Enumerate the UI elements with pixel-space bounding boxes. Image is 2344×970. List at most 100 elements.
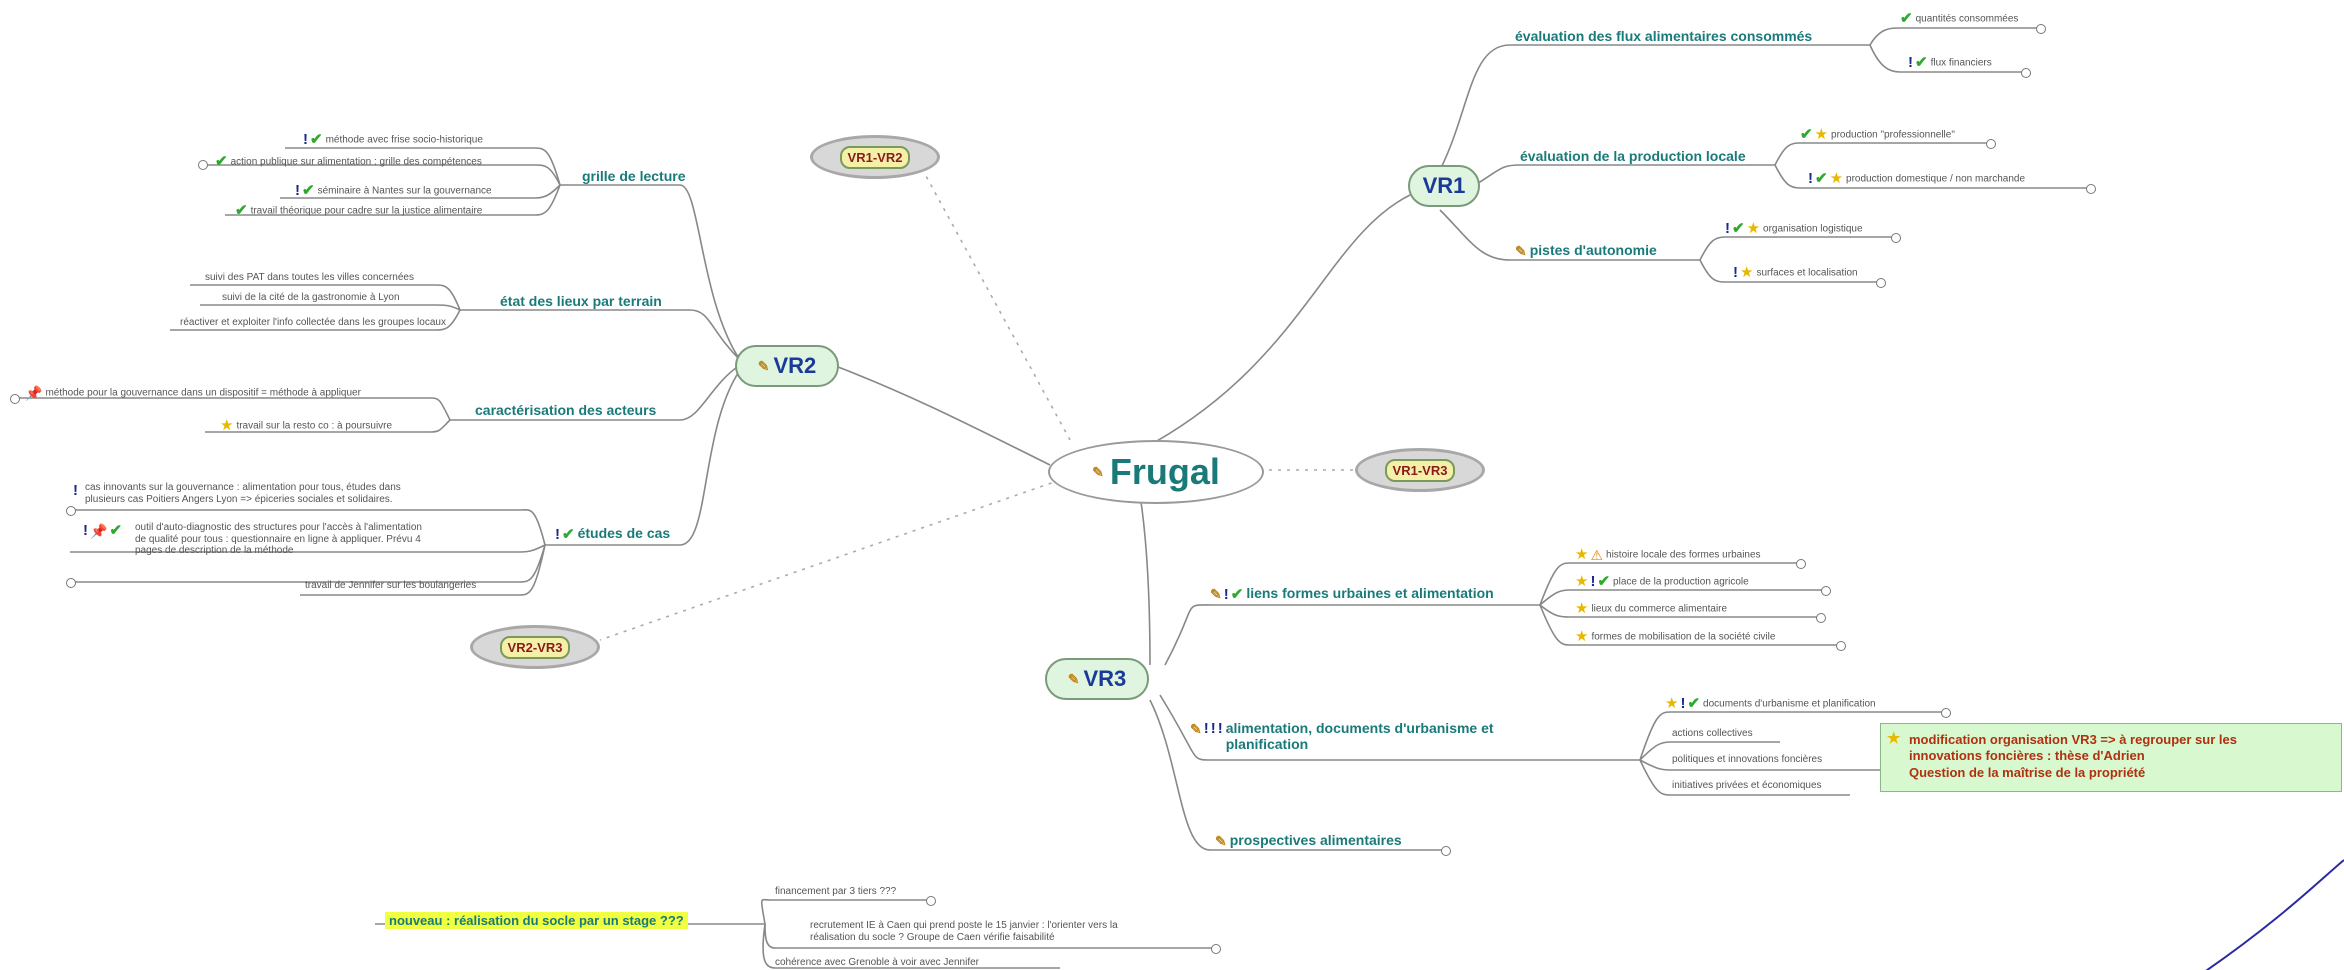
leaf[interactable]: 📌méthode pour la gouvernance dans un dis… [25,385,361,401]
vr1-branch-1[interactable]: évaluation des flux alimentaires consomm… [1515,28,1813,44]
pencil-icon: ✎ [757,357,770,374]
check-icon: ✔ [1815,170,1828,187]
leaf[interactable]: actions collectives [1672,728,1753,739]
leaf[interactable]: !✔méthode avec frise socio-historique [303,131,483,148]
leaf[interactable]: réactiver et exploiter l'info collectée … [180,317,446,328]
collapse-handle[interactable] [1211,944,1221,954]
leaf[interactable]: ✔travail théorique pour cadre sur la jus… [235,202,482,219]
exclamation-icon: ! [1217,720,1223,737]
collapse-handle[interactable] [1986,139,1996,149]
collapse-handle[interactable] [926,896,936,906]
note-box[interactable]: ★ modification organisation VR3 => à reg… [1880,723,2342,792]
edge-curve [2205,859,2344,970]
link-leaf [760,898,930,925]
leaf[interactable]: initiatives privées et économiques [1672,780,1822,791]
vr1-branch-2[interactable]: évaluation de la production locale [1520,148,1746,164]
collapse-handle[interactable] [1941,708,1951,718]
dotted-link-vr1-vr2 [919,164,1071,441]
leaf[interactable]: ★!✔place de la production agricole [1575,573,1749,590]
dotted-link-vr2-vr3 [599,479,1061,641]
leaf[interactable]: recrutement IE à Caen qui prend poste le… [810,920,1118,943]
leaf[interactable]: !✔★production domestique / non marchande [1808,170,2025,187]
check-icon: ✔ [562,525,575,543]
vr3-branch-3[interactable]: ✎prospectives alimentaires [1215,832,1402,849]
leaf[interactable]: ★travail sur la resto co : à poursuivre [220,417,392,434]
leaf[interactable]: cohérence avec Grenoble à voir avec Jenn… [775,957,980,968]
leaf[interactable]: ✔action publique sur alimentation : gril… [215,153,482,170]
leaf[interactable]: politiques et innovations foncières [1672,754,1823,765]
link-center-vr2 [819,359,1051,466]
leaf-label: formes de mobilisation de la société civ… [1591,631,1776,643]
collapse-handle[interactable] [1796,559,1806,569]
leaf[interactable]: travail de Jennifer sur les boulangeries [305,580,477,591]
collapse-handle[interactable] [1441,846,1451,856]
vr3-branch-2[interactable]: ✎!!!alimentation, documents d'urbanisme … [1190,720,1494,752]
leaf[interactable]: suivi de la cité de la gastronomie à Lyo… [222,292,400,303]
node-vr2-vr3[interactable]: VR2-VR3 [470,625,600,669]
exclamation-icon: ! [1223,585,1229,603]
leaf[interactable]: !✔flux financiers [1908,54,1992,71]
leaf[interactable]: financement par 3 tiers ??? [775,886,897,897]
link-vr1-b2 [1474,164,1775,186]
collapse-handle[interactable] [2086,184,2096,194]
leaf[interactable]: ★⚠histoire locale des formes urbaines [1575,546,1761,563]
vr3-branch-1-label: liens formes urbaines et alimentation [1246,585,1494,601]
collapse-handle[interactable] [2021,68,2031,78]
exclamation-icon: ! [555,525,560,543]
floating-node[interactable]: nouveau : réalisation du socle par un st… [385,912,688,929]
leaf[interactable]: suivi des PAT dans toutes les villes con… [205,272,414,283]
leaf[interactable]: ✔★production "professionnelle" [1800,126,1955,143]
link-leaf [762,923,1060,969]
star-icon: ★ [1575,600,1589,617]
link-leaf [1774,164,2090,189]
link-vr2-b1 [560,184,741,361]
node-vr1[interactable]: VR1 [1408,165,1480,207]
leaf-label: production domestique / non marchande [1846,173,2026,185]
leaf[interactable]: ! cas innovants sur la gouvernance : ali… [73,482,401,505]
leaf[interactable]: ★formes de mobilisation de la société ci… [1575,628,1775,645]
leaf[interactable]: !✔séminaire à Nantes sur la gouvernance [295,182,492,199]
link-leaf [280,184,561,199]
vr2-branch-2[interactable]: état des lieux par terrain [500,293,662,309]
collapse-handle[interactable] [10,394,20,404]
vr2-branch-3[interactable]: caractérisation des acteurs [475,402,657,418]
check-icon: ✔ [1230,585,1244,603]
collapse-handle[interactable] [1816,613,1826,623]
exclamation-icon: ! [1733,264,1738,281]
node-vr3[interactable]: ✎ VR3 [1045,658,1149,700]
leaf[interactable]: ★!✔documents d'urbanisme et planificatio… [1665,695,1876,712]
leaf[interactable]: !★surfaces et localisation [1733,264,1858,281]
node-vr1-label: VR1 [1422,173,1466,198]
leaf-line: réalisation du socle ? Groupe de Caen vé… [810,931,1055,943]
link-vr3-b2 [1159,694,1640,761]
leaf[interactable]: !📌✔ outil d'auto-diagnostic des structur… [83,522,422,557]
node-shell [470,625,600,669]
vr3-branch-1[interactable]: ✎!✔liens formes urbaines et alimentation [1210,585,1494,603]
vr2-branch-1[interactable]: grille de lecture [582,168,686,184]
exclamation-icon: ! [1210,720,1216,737]
node-vr1-vr2[interactable]: VR1-VR2 [810,135,940,179]
central-node[interactable]: ✎ Frugal [1048,440,1264,504]
collapse-handle[interactable] [1891,233,1901,243]
collapse-handle[interactable] [1876,278,1886,288]
star-icon: ★ [1575,573,1589,590]
leaf-line: recrutement IE à Caen qui prend poste le… [810,920,1118,931]
collapse-handle[interactable] [1821,586,1831,596]
collapse-handle[interactable] [66,578,76,588]
collapse-handle[interactable] [66,506,76,516]
leaf-line: pages de description de la méthode [135,545,294,556]
leaf[interactable]: !✔★organisation logistique [1725,220,1863,237]
leaf[interactable]: ✔quantités consommées [1900,10,2018,27]
vr2-branch-4[interactable]: !✔études de cas [555,525,670,543]
star-icon: ★ [1746,220,1761,237]
leaf[interactable]: ★lieux du commerce alimentaire [1575,600,1727,617]
link-leaf [1639,759,1850,771]
collapse-handle[interactable] [198,160,208,170]
collapse-handle[interactable] [1836,641,1846,651]
link-vr1-b3 [1439,209,1700,261]
node-vr2[interactable]: ✎ VR2 [735,345,839,387]
node-vr1-vr3[interactable]: VR1-VR3 [1355,448,1485,492]
vr1-branch-3[interactable]: ✎pistes d'autonomie [1515,242,1657,259]
link-leaf [170,309,461,331]
collapse-handle[interactable] [2036,24,2046,34]
